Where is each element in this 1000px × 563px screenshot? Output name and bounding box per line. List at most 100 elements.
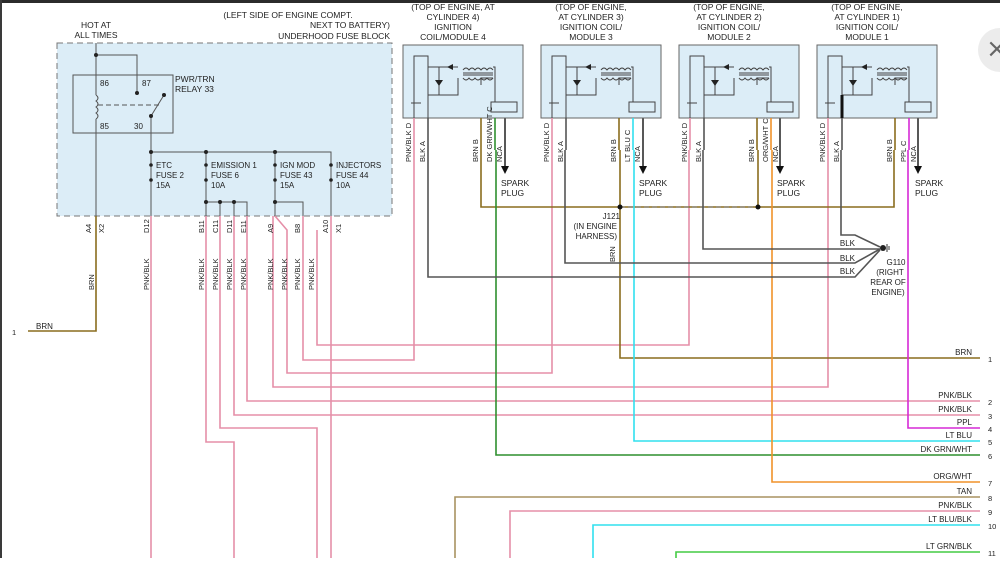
right-terminal-number-4: 4 — [988, 425, 992, 434]
relay-wiring — [95, 43, 332, 216]
fuse-name-2: EMISSION 1 — [211, 161, 257, 170]
spark-plug-arrow-icon — [776, 166, 784, 174]
connector-label-a9: A9 — [266, 224, 275, 233]
fuse-rating-2: 10A — [211, 181, 226, 190]
wire-pnk-e11 — [246, 216, 980, 402]
coil-internal-path — [704, 78, 735, 96]
spark-plug-label-1: SPARK — [915, 178, 944, 188]
coil-location-1: (TOP OF ENGINE, AT — [411, 2, 495, 12]
connector-label-x1: X1 — [334, 224, 343, 233]
ground-desc-2: REAR OF — [870, 278, 906, 287]
close-icon: × — [986, 34, 1000, 64]
coil-internal-path — [493, 66, 496, 102]
coil-driver-box — [904, 101, 932, 113]
coil-location-1: (TOP OF ENGINE, — [555, 2, 626, 12]
relay-pin-87: 87 — [142, 79, 151, 88]
coil-driver-box — [490, 101, 518, 113]
spark-plug-arrow-icon — [639, 166, 647, 174]
ground-id: G110 — [887, 258, 907, 267]
coil-location-2: AT CYLINDER 1) — [834, 12, 900, 22]
coil-pin-label: DK GRN/WHT C — [485, 106, 494, 162]
coil-name-1: IGNITION — [434, 22, 472, 32]
spark-plug-label-2: PLUG — [639, 188, 662, 198]
coil-pin-label: BRN B — [885, 139, 894, 162]
wire-pnk-a9 — [272, 150, 829, 388]
wires — [28, 107, 980, 558]
wire-label-4: PNK/BLK — [211, 258, 220, 290]
fuse-name-4: INJECTORS — [336, 161, 381, 170]
wire-ltgrn-blk — [675, 551, 980, 558]
coil-module-box — [678, 44, 800, 119]
coil-module-1: (TOP OF ENGINE,AT CYLINDER 1)IGNITION CO… — [816, 2, 944, 198]
coil-name-1: IGNITION COIL/ — [560, 22, 623, 32]
connector-label-b11: B11 — [197, 220, 206, 233]
resistor-icon — [618, 77, 631, 85]
coil-internal-path — [551, 55, 567, 118]
fuse-name-3: IGN MOD — [280, 161, 315, 170]
splice-wire-label: BRN — [608, 246, 617, 262]
spark-plug-arrow-icon — [501, 166, 509, 174]
wire-pnk-b11 — [205, 216, 235, 558]
transformer-coil-icon — [876, 77, 908, 81]
wire-pnk-c11 — [219, 216, 318, 558]
ground-desc-1: (RIGHT — [876, 268, 904, 277]
right-terminal-label-4: PPL — [957, 418, 973, 427]
diode-icon — [585, 64, 591, 70]
wire-brn-1 — [619, 150, 980, 359]
relay-pin-85: 85 — [100, 122, 109, 131]
splice-dot-2 — [755, 204, 761, 210]
spark-plug-label-1: SPARK — [501, 178, 530, 188]
splice-desc-2: HARNESS) — [576, 232, 618, 241]
coil-module-2: (TOP OF ENGINE,AT CYLINDER 2)IGNITION CO… — [678, 2, 806, 198]
wire-blk-coil4 — [427, 150, 881, 278]
wire-label-1: BRN — [87, 274, 96, 290]
right-terminal-label-9: PNK/BLK — [938, 501, 972, 510]
hot-at-label-1: HOT AT — [81, 20, 111, 30]
fuse-name-1: ETC — [156, 161, 172, 170]
coil-internal-path — [689, 55, 705, 118]
wire-dkgrn-wht — [495, 150, 980, 456]
wire-ltblu-blk — [592, 524, 980, 558]
fuse-rating-1: 15A — [156, 181, 171, 190]
close-button[interactable]: × — [978, 28, 1000, 72]
right-terminal-number-2: 2 — [988, 398, 992, 407]
fuse-number-2: FUSE 6 — [211, 171, 240, 180]
relay-box — [72, 74, 174, 134]
coil-location-1: (TOP OF ENGINE, — [831, 2, 902, 12]
wire-label-7: PNK/BLK — [266, 258, 275, 290]
coil-name-2: MODULE 1 — [845, 32, 889, 42]
relay-name-2: RELAY 33 — [175, 84, 214, 94]
coil-name-2: COIL/MODULE 4 — [420, 32, 486, 42]
right-terminal-label-7: ORG/WHT — [933, 472, 972, 481]
ground-symbol-icon — [880, 244, 890, 252]
diode-icon — [573, 80, 581, 86]
right-terminal-label-6: DK GRN/WHT — [920, 445, 972, 454]
coil-name-1: IGNITION COIL/ — [698, 22, 761, 32]
coil-internal-path — [769, 66, 772, 102]
connector-label-b8: B8 — [293, 224, 302, 233]
fuse-block-location-1: (LEFT SIDE OF ENGINE COMPT. — [223, 10, 352, 20]
relay-dots — [94, 53, 333, 204]
coil-pin-label: PNK/BLK D — [818, 122, 827, 162]
right-terminal-label-2: PNK/BLK — [938, 391, 972, 400]
spark-plug-label-1: SPARK — [777, 178, 806, 188]
right-terminal-number-8: 8 — [988, 494, 992, 503]
wire-brn-left — [28, 216, 97, 332]
transformer-coil-icon — [600, 77, 632, 81]
diode-icon — [849, 80, 857, 86]
wire-tan — [454, 496, 980, 558]
coil-pin-label: PNK/BLK D — [680, 122, 689, 162]
right-terminal-number-11: 11 — [988, 549, 996, 558]
wire-pnk-d11 — [233, 216, 980, 416]
splice-desc-1: (IN ENGINE — [573, 222, 617, 231]
coil-pin-label: PNK/BLK D — [542, 122, 551, 162]
coil-pin-label: BRN B — [747, 139, 756, 162]
wire-blk-coil3 — [564, 150, 881, 264]
window-top-border — [0, 0, 1000, 3]
right-terminal-number-5: 5 — [988, 438, 992, 447]
connector-label-a10: A10 — [321, 220, 330, 233]
splice-id: J121 — [603, 212, 621, 221]
